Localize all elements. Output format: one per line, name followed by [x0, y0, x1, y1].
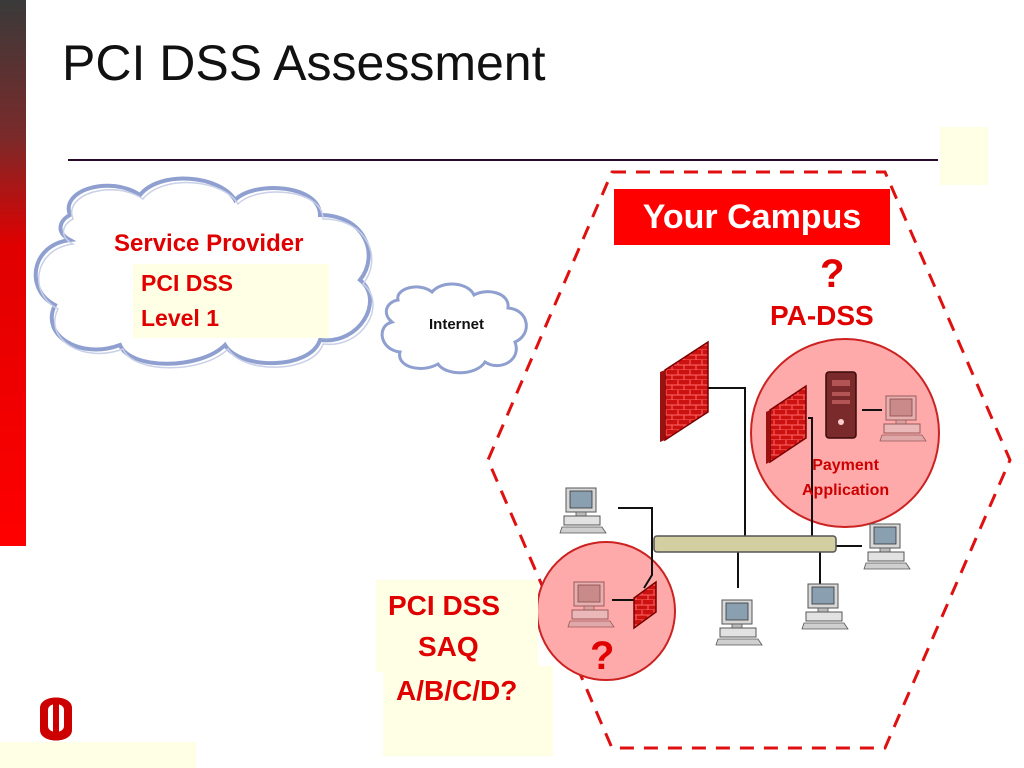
- main-firewall-icon: [660, 340, 709, 442]
- saq-firewall-icon: [633, 580, 657, 630]
- service-provider-pci-label: PCI DSS: [141, 270, 234, 296]
- desktop-computer-icon: [801, 583, 849, 630]
- service-provider-note-box: [133, 264, 329, 338]
- bottom-note-box: [0, 742, 196, 768]
- saq-label: SAQ: [418, 631, 479, 662]
- payment-firewall-icon: [766, 384, 807, 464]
- network-links: [612, 387, 882, 601]
- saq-question-mark: ?: [590, 634, 615, 678]
- saq-types-label: A/B/C/D?: [396, 675, 518, 706]
- payment-application-label: Payment Application: [802, 453, 889, 503]
- network-backbone: [653, 535, 837, 553]
- saq-pci-label: PCI DSS: [388, 590, 501, 621]
- saq-note-box-lower: [383, 666, 553, 756]
- pa-dss-label: PA-DSS: [770, 300, 874, 331]
- internet-label: Internet: [429, 316, 485, 333]
- service-provider-label: Service Provider: [114, 230, 304, 257]
- payment-application-line2: Application: [802, 482, 890, 499]
- title-divider: [68, 159, 938, 161]
- desktop-computer-icon: [559, 487, 607, 534]
- corner-note-box: [940, 127, 988, 185]
- desktop-computer-icon: [715, 599, 763, 646]
- slide-title: PCI DSS Assessment: [62, 35, 546, 91]
- campus-label: Your Campus: [614, 189, 890, 245]
- campus-boundary: [486, 170, 1012, 750]
- server-tower-icon: [825, 371, 857, 439]
- pa-dss-question-mark: ?: [820, 252, 845, 296]
- payment-application-line1: Payment: [812, 457, 879, 474]
- saq-note-box: [376, 580, 538, 672]
- side-accent-bar: [0, 0, 26, 546]
- internet-cloud-icon: [380, 282, 528, 375]
- university-logo-icon: [40, 697, 72, 741]
- service-provider-level-label: Level 1: [141, 305, 219, 331]
- desktop-computer-icon: [863, 523, 911, 570]
